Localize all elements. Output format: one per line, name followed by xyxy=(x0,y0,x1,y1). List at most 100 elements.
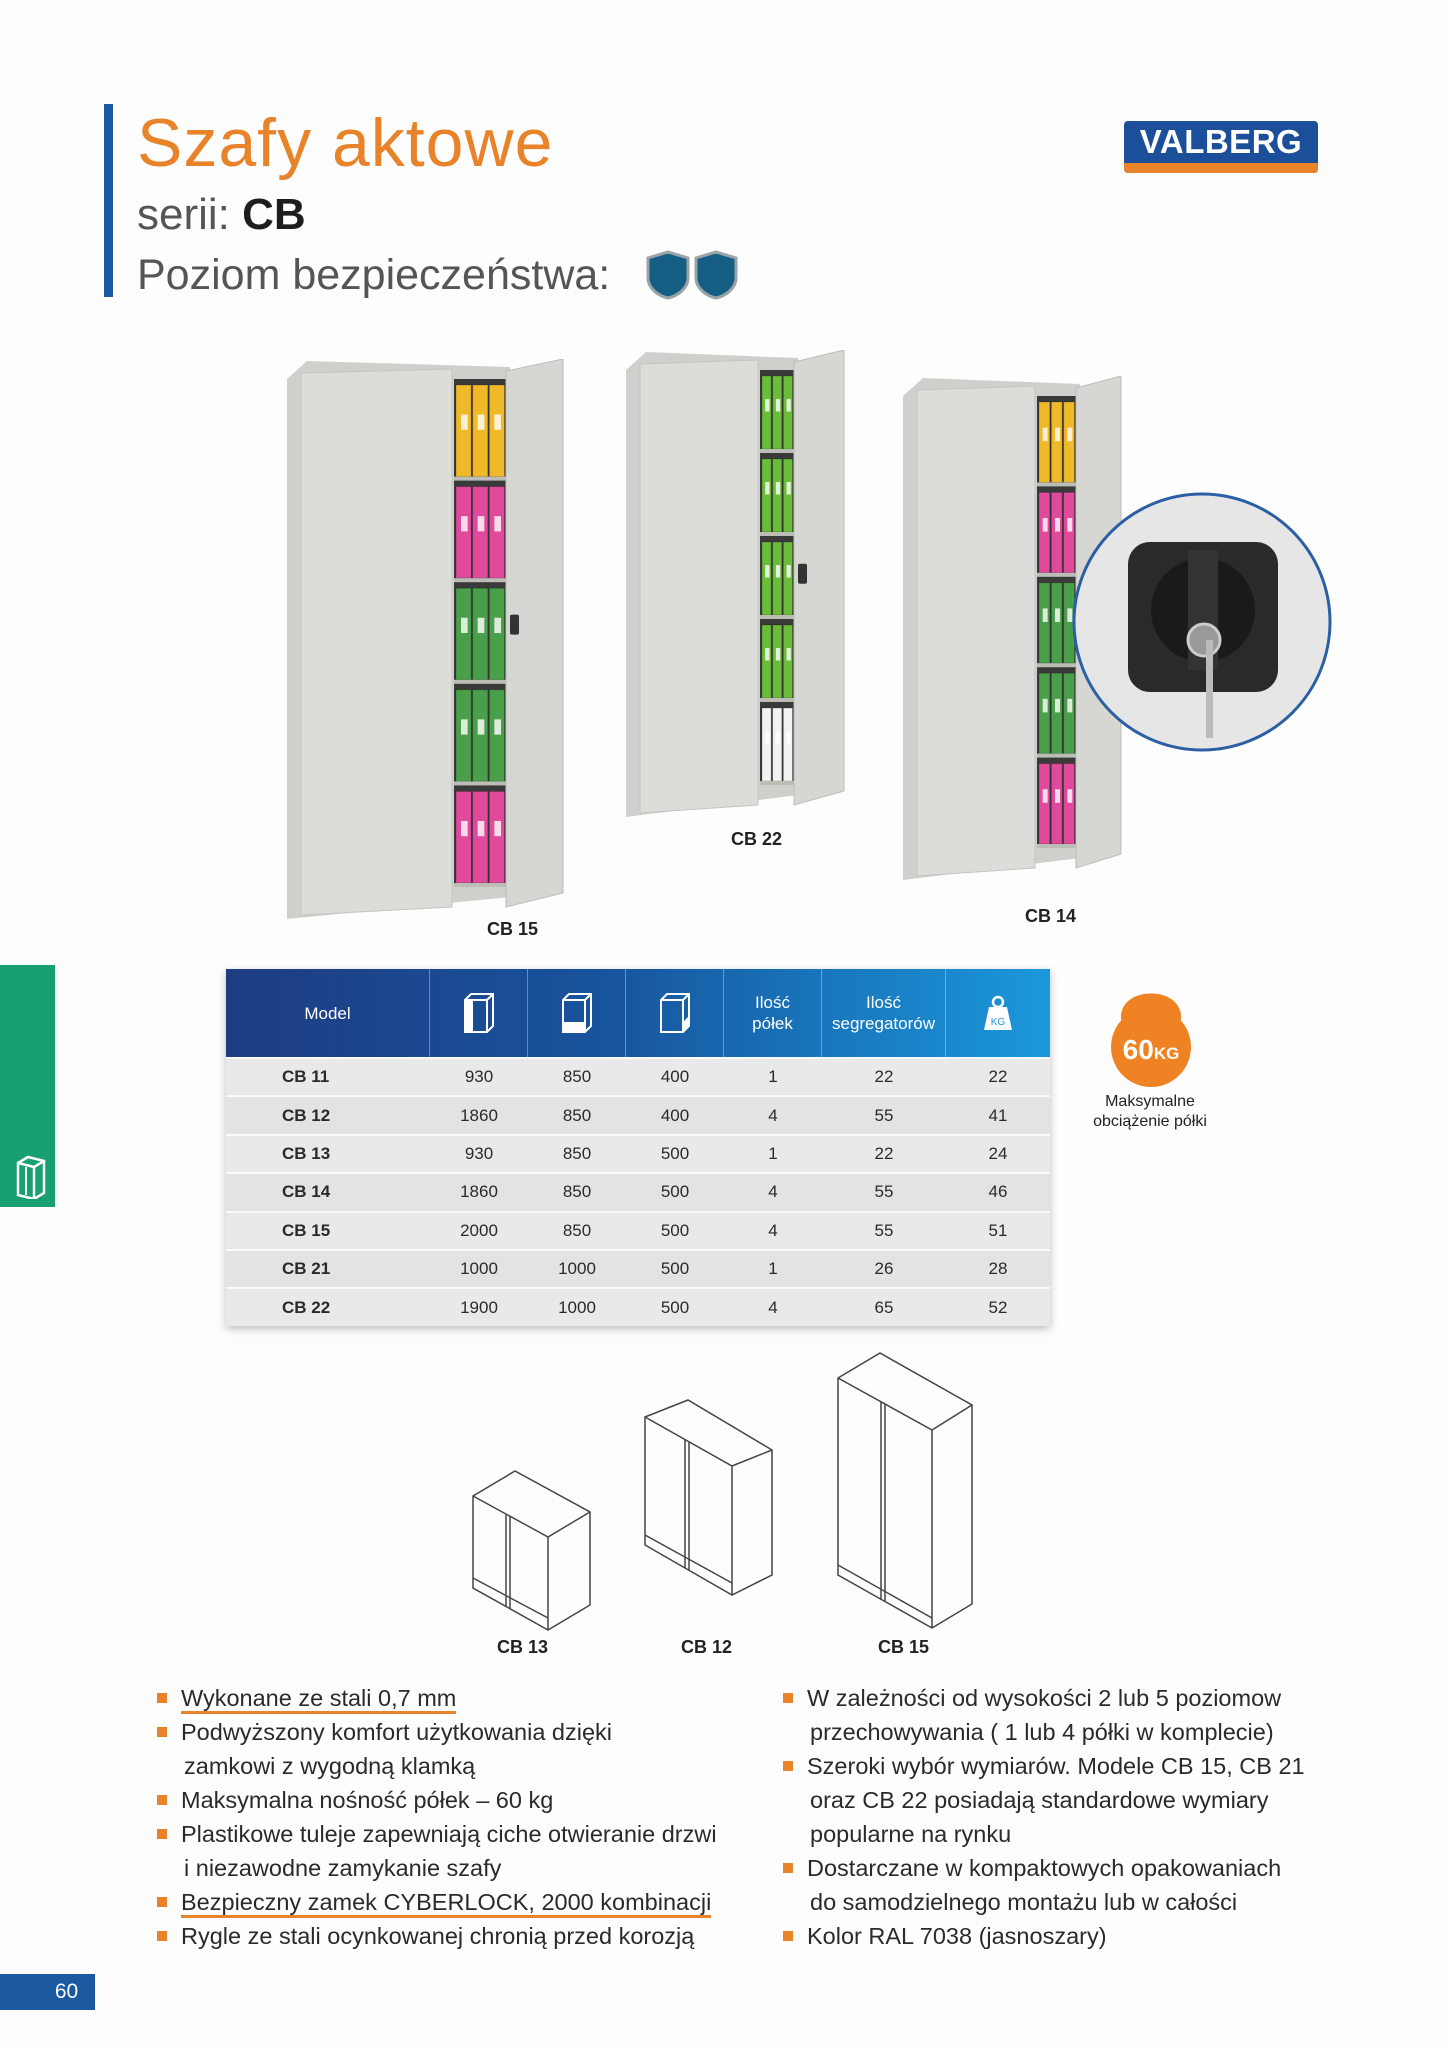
binder xyxy=(761,541,772,616)
table-cell: 500 xyxy=(660,1297,690,1317)
feature-text: i niezawodne zamykanie szafy xyxy=(184,1855,502,1881)
table-cell: 850 xyxy=(562,1067,592,1087)
weight-icon-text: KG xyxy=(991,1017,1006,1028)
binder xyxy=(455,384,472,478)
table-cell: 65 xyxy=(874,1297,894,1317)
shelf xyxy=(760,698,796,702)
max-load-unit: KG xyxy=(1154,1044,1180,1063)
specs-table: Model Ilość półek Ilość segregatorów KG … xyxy=(226,969,1050,1326)
binder-label xyxy=(1067,698,1073,713)
binder-label xyxy=(1067,518,1073,532)
feature-item: Szeroki wybór wymiarów. Modele CB 15, CB… xyxy=(783,1749,1323,1783)
binder-label xyxy=(786,399,791,412)
binder-label xyxy=(765,731,770,744)
table-cell: 4 xyxy=(768,1182,778,1202)
series-label: serii: xyxy=(137,190,230,239)
page-number: 60 xyxy=(0,1974,95,2010)
binder-label xyxy=(786,648,791,661)
table-cell: 51 xyxy=(988,1220,1008,1240)
cabinet-open-door xyxy=(505,359,564,908)
drawing-cb12 xyxy=(644,1399,773,1596)
table-cell: 41 xyxy=(988,1105,1008,1125)
binder xyxy=(1050,672,1063,755)
model-cell: CB 15 xyxy=(282,1220,331,1240)
binder-label xyxy=(1055,789,1060,803)
table-cell: 850 xyxy=(562,1143,592,1163)
series-heading: serii: CB xyxy=(137,190,306,240)
table-cell: 4 xyxy=(768,1220,778,1240)
binder-label xyxy=(765,399,770,412)
binder-label xyxy=(1042,698,1048,713)
feature-text: W zależności od wysokości 2 lub 5 poziom… xyxy=(807,1685,1282,1711)
feature-text: zamkowi z wygodną klamką xyxy=(184,1753,476,1779)
cabinet-closed-door xyxy=(300,368,453,916)
col-model: Model xyxy=(226,969,430,1057)
binder xyxy=(761,707,772,782)
cabinet-photo-cb22 xyxy=(626,350,845,817)
table-cell: 930 xyxy=(464,1067,494,1087)
shelf xyxy=(1037,753,1078,758)
binder xyxy=(1050,401,1063,483)
binder xyxy=(772,375,783,450)
cabinet-icon xyxy=(16,1155,46,1199)
table-cell: 52 xyxy=(988,1297,1008,1317)
binder xyxy=(488,587,505,681)
binder xyxy=(1038,672,1051,755)
feature-continuation: popularne na rynku xyxy=(783,1817,1323,1851)
binder-label xyxy=(477,617,485,633)
binder xyxy=(782,541,793,616)
valberg-logo: VALBERG xyxy=(1124,121,1318,173)
binder xyxy=(455,689,472,782)
feature-text: Kolor RAL 7038 (jasnoszary) xyxy=(807,1923,1107,1949)
binder xyxy=(772,624,783,699)
binder-label xyxy=(1055,608,1060,622)
height-icon xyxy=(430,969,528,1057)
model-cell: CB 11 xyxy=(282,1067,330,1087)
binder xyxy=(1038,582,1051,664)
photo-label: CB 15 xyxy=(487,919,539,939)
drawing-cb13 xyxy=(472,1470,591,1631)
binder xyxy=(772,458,783,533)
binder xyxy=(782,375,793,450)
width-icon xyxy=(528,969,626,1057)
binder-label xyxy=(775,399,781,412)
binder-label xyxy=(1042,789,1048,803)
table-cell: 55 xyxy=(874,1105,894,1125)
binder xyxy=(455,587,472,681)
feature-continuation: oraz CB 22 posiadają standardowe wymiary xyxy=(783,1783,1323,1817)
table-cell: 1 xyxy=(768,1259,778,1279)
category-side-tab xyxy=(0,965,55,1207)
max-load-value: 60 xyxy=(1123,1034,1154,1065)
kettlebell-icon: 60KG xyxy=(1111,993,1191,1087)
shelf xyxy=(760,615,796,619)
binder xyxy=(1050,491,1063,574)
cabinet-closed-door xyxy=(916,385,1036,877)
shield-icon xyxy=(694,250,738,300)
table-cell: 1 xyxy=(768,1143,778,1163)
title-accent-bar xyxy=(104,104,113,297)
binder-label xyxy=(1055,518,1060,532)
binder-label xyxy=(786,482,791,495)
table-cell: 1000 xyxy=(460,1259,498,1279)
feature-continuation: i niezawodne zamykanie szafy xyxy=(157,1851,757,1885)
binder-label xyxy=(494,414,501,430)
feature-item: Rygle ze stali ocynkowanej chronią przed… xyxy=(157,1919,757,1953)
cabinet-line-drawings xyxy=(472,1352,973,1631)
table-cell: 2000 xyxy=(460,1220,498,1240)
table-cell: 4 xyxy=(768,1105,778,1125)
table-cell: 850 xyxy=(562,1105,592,1125)
binder xyxy=(772,707,783,782)
drawing-label: CB 12 xyxy=(681,1637,733,1657)
binder xyxy=(1050,582,1063,664)
table-cell: 850 xyxy=(562,1182,592,1202)
cabinet-open-door xyxy=(793,350,845,806)
table-cell: 500 xyxy=(660,1220,690,1240)
shield-icon xyxy=(646,250,690,300)
binder-label xyxy=(461,719,468,735)
shelf xyxy=(760,449,796,453)
binder-label xyxy=(786,731,791,744)
binder-label xyxy=(1042,608,1048,622)
table-cell: 22 xyxy=(874,1143,894,1163)
